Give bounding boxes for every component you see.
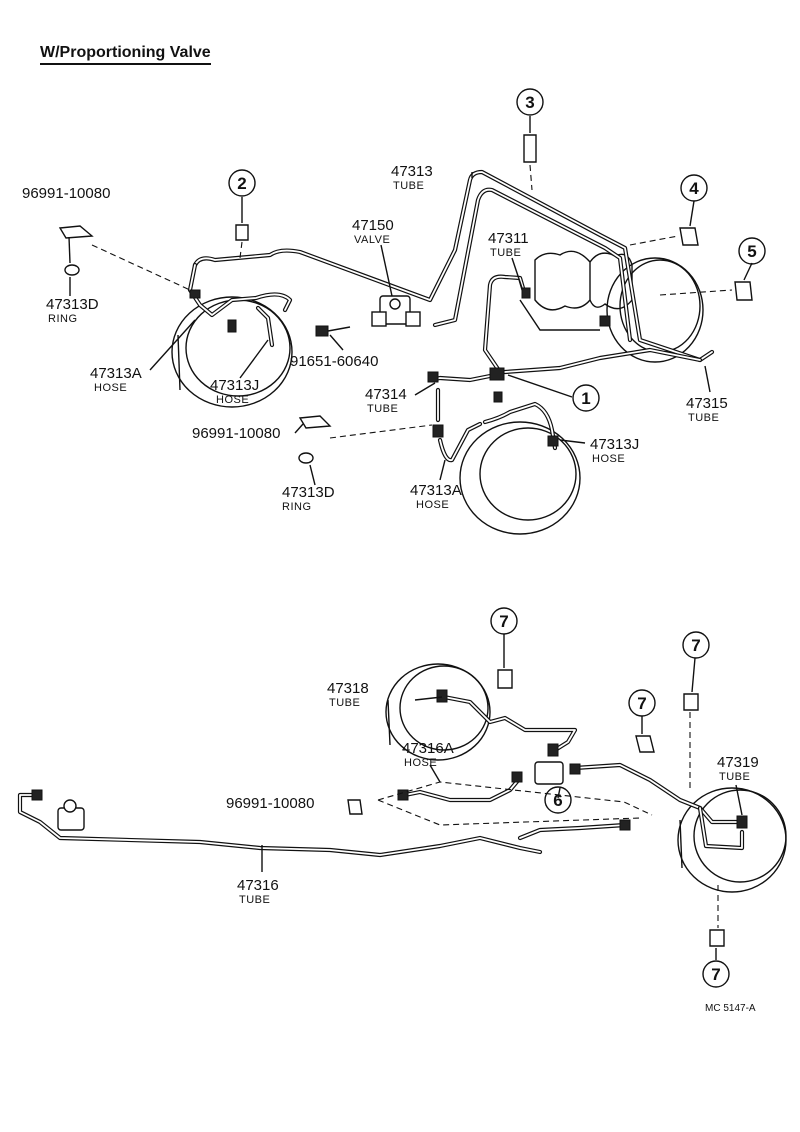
- label-47318: 47318: [327, 680, 369, 697]
- callout-7b: 7: [628, 689, 656, 717]
- callout-7b-label: 7: [637, 694, 646, 713]
- leader-lines-lower: [261, 634, 743, 960]
- proportioning-valve: [371, 295, 421, 327]
- tube-47318: [441, 694, 578, 755]
- label-96991-mid: 96991-10080: [192, 425, 280, 442]
- callout-4-label: 4: [689, 179, 699, 198]
- label-ring-bot: RING: [282, 501, 312, 513]
- callout-1: 1: [572, 384, 600, 412]
- callout-1-label: 1: [581, 389, 590, 408]
- callout-2-label: 2: [237, 174, 246, 193]
- callout-6-label: 6: [553, 791, 562, 810]
- label-hose-a-left: HOSE: [94, 382, 127, 394]
- label-tube-47311: TUBE: [490, 247, 521, 259]
- label-96991-low: 96991-10080: [226, 795, 314, 812]
- label-hose-47316a: HOSE: [404, 757, 437, 769]
- dashed-lines-upper: [91, 164, 733, 439]
- callout-3-label: 3: [525, 93, 534, 112]
- label-47314: 47314: [365, 386, 407, 403]
- callout-7d: 7: [702, 960, 730, 988]
- callout-7d-label: 7: [711, 965, 720, 984]
- hose-left: [187, 262, 293, 348]
- callout-2: 2: [228, 169, 256, 197]
- junction-6: [397, 689, 748, 831]
- tube-47316: [17, 792, 628, 858]
- tube-right-lower: [572, 762, 745, 851]
- label-valve: VALVE: [354, 234, 390, 246]
- callout-7c-label: 7: [691, 636, 700, 655]
- callout-3: 3: [516, 88, 544, 116]
- dashed-lines-lower: [377, 712, 719, 928]
- lower-left-drum: [385, 663, 491, 761]
- label-47313j-right: 47313J: [590, 436, 639, 453]
- drawing-code: MC 5147-A: [705, 1003, 756, 1014]
- center-brake-drum: [459, 421, 581, 535]
- hose-47316a: [402, 775, 523, 803]
- label-47311: 47311: [488, 230, 529, 247]
- clips-upper: [58, 134, 753, 464]
- label-47313d-bot: 47313D: [282, 484, 335, 501]
- lower-t-junction: [31, 789, 85, 831]
- label-tube-47319: TUBE: [719, 771, 750, 783]
- callout-7c: 7: [682, 631, 710, 659]
- label-ring-top: RING: [48, 313, 78, 325]
- label-tube-47315: TUBE: [688, 412, 719, 424]
- label-47313a-left: 47313A: [90, 365, 142, 382]
- hose-center: [437, 401, 558, 463]
- callout-5: 5: [738, 237, 766, 265]
- diagram-title: W/Proportioning Valve: [40, 44, 211, 65]
- label-hose-j-right: HOSE: [592, 453, 625, 465]
- label-47316: 47316: [237, 877, 279, 894]
- callout-7a: 7: [490, 607, 518, 635]
- label-hose-j-left: HOSE: [216, 394, 249, 406]
- clips-lower: [347, 669, 725, 947]
- bolt-91651: [315, 325, 351, 337]
- master-cylinder-booster: [519, 250, 704, 363]
- label-47313d-top: 47313D: [46, 296, 99, 313]
- label-tube-47316: TUBE: [239, 894, 270, 906]
- label-47319: 47319: [717, 754, 759, 771]
- lower-right-drum: [677, 787, 787, 893]
- tube-47314: [427, 373, 493, 423]
- label-tube-47313: TUBE: [393, 180, 424, 192]
- label-47315: 47315: [686, 395, 728, 412]
- fittings-upper: [189, 287, 611, 447]
- leader-lines-upper: [68, 116, 753, 486]
- tube-47311: [482, 274, 703, 375]
- tube-47313: [192, 169, 715, 363]
- label-tube-47318: TUBE: [329, 697, 360, 709]
- label-47313a-right: 47313A: [410, 482, 462, 499]
- label-47313-top: 47313: [391, 163, 433, 180]
- label-96991-top: 96991-10080: [22, 185, 110, 202]
- label-47316a: 47316A: [402, 740, 454, 757]
- callout-6: 6: [544, 786, 572, 814]
- label-tube-47314: TUBE: [367, 403, 398, 415]
- callout-7a-label: 7: [499, 612, 508, 631]
- label-91651: 91651-60640: [290, 353, 378, 370]
- callout-5-label: 5: [747, 242, 756, 261]
- label-47150: 47150: [352, 217, 394, 234]
- callout-4: 4: [680, 174, 708, 202]
- label-hose-a-right: HOSE: [416, 499, 449, 511]
- label-47313j-left: 47313J: [210, 377, 259, 394]
